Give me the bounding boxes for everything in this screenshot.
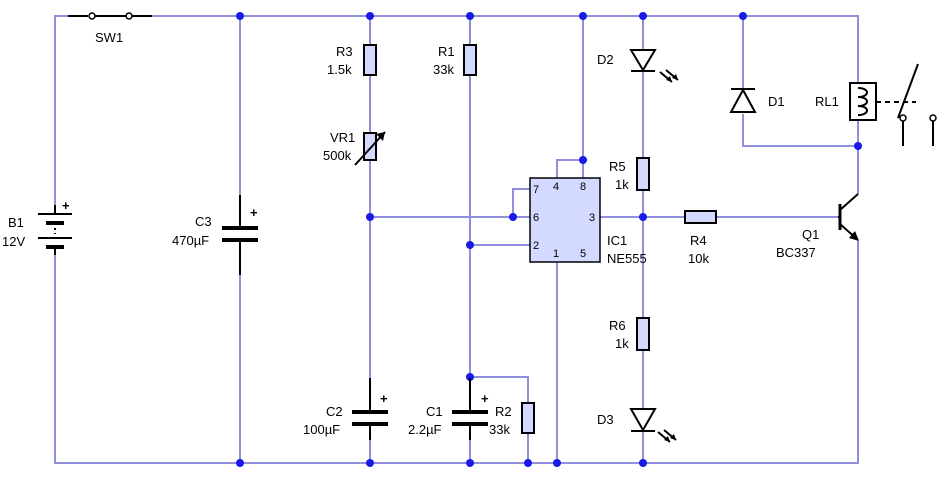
- r3-value: 1.5k: [327, 62, 352, 77]
- pin-6-label: 6: [533, 212, 539, 224]
- c2-polarity: +: [380, 391, 388, 406]
- r6-value: 1k: [615, 336, 629, 351]
- c2-value: 100µF: [303, 422, 340, 437]
- capacitor-c1: + C1 2.2µF: [408, 378, 489, 440]
- ic1-value: NE555: [607, 251, 647, 266]
- pin-5-label: 5: [580, 248, 586, 260]
- ic1-ref: IC1: [607, 233, 627, 248]
- vr1-ref: VR1: [330, 130, 355, 145]
- sw1-label: SW1: [95, 30, 123, 45]
- d1-ref: D1: [768, 94, 785, 109]
- resistor-r3: R3 1.5k: [327, 44, 377, 77]
- r2-ref: R2: [495, 404, 512, 419]
- battery-b1: + B1 12V: [2, 198, 72, 255]
- r1-ref: R1: [438, 44, 455, 59]
- vr1-value: 500k: [323, 148, 352, 163]
- pin-7-label: 7: [533, 184, 539, 196]
- pin-8-label: 8: [580, 181, 586, 193]
- q1-value: BC337: [776, 245, 816, 260]
- pin-2-label: 2: [533, 240, 539, 252]
- wires: [54, 15, 859, 464]
- b1-polarity: +: [62, 198, 70, 213]
- d3-ref: D3: [597, 412, 614, 427]
- c3-value: 470µF: [172, 233, 209, 248]
- diode-d1: D1: [729, 87, 785, 113]
- capacitor-c2: + C2 100µF: [303, 378, 388, 440]
- r3-ref: R3: [336, 44, 353, 59]
- pin-1-label: 1: [553, 248, 559, 260]
- switch-sw1: SW1: [68, 12, 152, 45]
- resistor-r6: R6 1k: [609, 317, 650, 351]
- r2-value: 33k: [489, 422, 510, 437]
- c3-ref: C3: [195, 214, 212, 229]
- ic1-ne555: 4 8 7 6 2 3 1 5 IC1 NE555: [529, 177, 647, 266]
- relay-rl1: RL1: [815, 63, 937, 146]
- c2-ref: C2: [326, 404, 343, 419]
- r5-value: 1k: [615, 177, 629, 192]
- b1-value: 12V: [2, 234, 25, 249]
- resistor-r2: R2 33k: [489, 402, 535, 437]
- b1-ref: B1: [8, 215, 24, 230]
- transistor-q1: Q1 BC337: [776, 193, 859, 260]
- r4-value: 10k: [688, 251, 709, 266]
- r6-ref: R6: [609, 318, 626, 333]
- led-d3: D3: [597, 408, 677, 443]
- led-d2: D2: [597, 49, 679, 83]
- c3-polarity: +: [250, 205, 258, 220]
- d2-ref: D2: [597, 52, 614, 67]
- resistor-r4: R4 10k: [684, 210, 717, 266]
- rl1-ref: RL1: [815, 94, 839, 109]
- c1-ref: C1: [426, 404, 443, 419]
- r1-value: 33k: [433, 62, 454, 77]
- r5-ref: R5: [609, 159, 626, 174]
- r4-ref: R4: [690, 233, 707, 248]
- potentiometer-vr1: VR1 500k: [323, 130, 386, 166]
- c1-value: 2.2µF: [408, 422, 442, 437]
- pin-4-label: 4: [553, 181, 559, 193]
- c1-polarity: +: [481, 391, 489, 406]
- resistor-r5: R5 1k: [609, 157, 650, 192]
- resistor-r1: R1 33k: [433, 44, 477, 77]
- pin-3-label: 3: [589, 212, 595, 224]
- capacitor-c3: + C3 470µF: [172, 195, 258, 275]
- q1-ref: Q1: [802, 227, 819, 242]
- junction-nodes: [236, 12, 862, 467]
